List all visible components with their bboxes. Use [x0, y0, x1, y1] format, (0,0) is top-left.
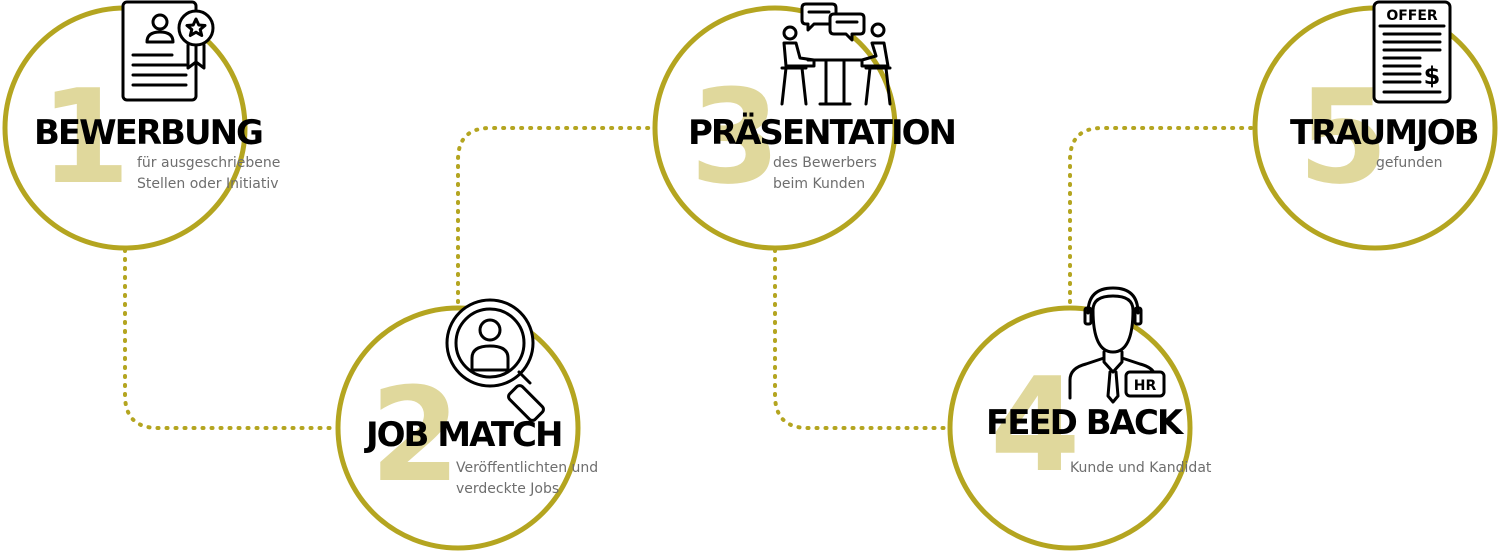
certificate-icon — [121, 0, 215, 102]
step-title: JOB MATCH — [366, 415, 563, 455]
connector-3-4 — [773, 248, 952, 430]
step-number: 5 — [1298, 61, 1389, 213]
step-subtitle: gefunden — [1376, 153, 1443, 174]
step-number: 1 — [40, 61, 131, 213]
step-subtitle-line: für ausgeschriebene — [137, 155, 281, 171]
step-number: 3 — [690, 61, 781, 213]
step-subtitle-line: Kunde und Kandidat — [1070, 460, 1212, 476]
offer-document-icon — [1372, 0, 1452, 104]
step-subtitle-line: gefunden — [1376, 155, 1443, 171]
step-subtitle-line: Stellen oder Initiativ — [137, 176, 279, 192]
step-subtitle-line: Veröffentlichten und — [456, 460, 599, 476]
connector-4-5 — [1068, 126, 1260, 304]
step-title: TRAUMJOB — [1290, 113, 1480, 153]
offer-badge-label: OFFER — [1386, 8, 1438, 24]
step-number: 4 — [990, 349, 1081, 501]
step-subtitle-line: verdeckte Jobs — [456, 481, 560, 497]
step-subtitle: Veröffentlichten und verdeckte Jobs — [456, 458, 598, 500]
step-subtitle: des Bewerbers beim Kunden — [773, 153, 877, 195]
hr-badge-label: HR — [1134, 378, 1157, 394]
step-title: PRÄSENTATION — [688, 113, 957, 153]
step-number: 2 — [370, 359, 461, 511]
step-subtitle: Kunde und Kandidat — [1070, 458, 1211, 479]
connector-1-2 — [123, 248, 342, 430]
step-4-ring — [947, 305, 1193, 551]
hr-person-icon — [1068, 286, 1166, 404]
connector-2-3 — [456, 126, 658, 304]
step-subtitle-line: beim Kunden — [773, 176, 866, 192]
dollar-icon: $ — [1424, 62, 1441, 90]
magnifier-person-icon — [445, 298, 545, 422]
connectors — [123, 126, 1260, 430]
step-subtitle-line: des Bewerbers — [773, 155, 877, 171]
step-title: BEWERBUNG — [34, 113, 264, 153]
meeting-icon — [780, 2, 892, 106]
step-3-ring — [652, 5, 898, 251]
step-title: FEED BACK — [986, 403, 1183, 443]
